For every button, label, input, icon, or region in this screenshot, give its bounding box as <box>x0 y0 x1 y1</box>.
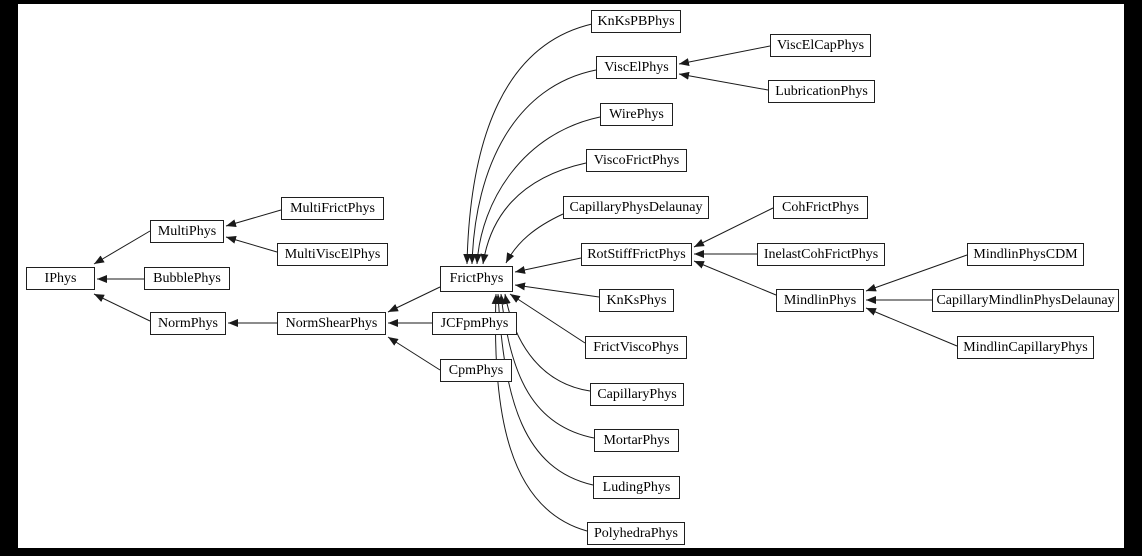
node-multiviscelphys[interactable]: MultiViscElPhys <box>277 243 388 266</box>
node-label: CpmPhys <box>448 362 504 378</box>
node-capillaryphys[interactable]: CapillaryPhys <box>590 383 684 406</box>
edge-mindlincapillaryphys-to-mindlinphys <box>865 307 958 347</box>
edge-cohfrictphys-to-rotstifffrictphys <box>693 207 774 248</box>
node-iphys[interactable]: IPhys <box>26 267 95 290</box>
edge-multiphys-to-iphys <box>93 230 151 265</box>
node-mortarphys[interactable]: MortarPhys <box>594 429 679 452</box>
node-label: CohFrictPhys <box>781 199 859 215</box>
node-ludingphys[interactable]: LudingPhys <box>593 476 680 499</box>
edge-capillaryphys-to-frictphys <box>502 293 591 392</box>
node-label: MultiFrictPhys <box>290 200 375 216</box>
node-rotstifffrictphys[interactable]: RotStiffFrictPhys <box>581 243 692 266</box>
node-label: BubblePhys <box>153 270 221 286</box>
node-label: LudingPhys <box>602 479 671 495</box>
edge-multifrictphys-to-multiphys <box>225 209 282 228</box>
node-mindlinphyscdm[interactable]: MindlinPhysCDM <box>967 243 1084 266</box>
node-cpmphys[interactable]: CpmPhys <box>440 359 512 382</box>
edge-lubricationphys-to-viscelphys <box>678 71 769 91</box>
edge-viscelphys-to-frictphys <box>468 69 597 265</box>
node-label: PolyhedraPhys <box>594 525 678 541</box>
node-label: KnKsPBPhys <box>597 13 675 29</box>
edge-knksphys-to-frictphys <box>514 282 600 298</box>
node-viscelphys[interactable]: ViscElPhys <box>596 56 677 79</box>
node-label: ViscElPhys <box>604 59 669 75</box>
node-capillaryphysdelaunay[interactable]: CapillaryPhysDelaunay <box>563 196 709 219</box>
node-label: IPhys <box>44 270 77 286</box>
node-frictviscophys[interactable]: FrictViscoPhys <box>585 336 687 359</box>
node-label: MultiViscElPhys <box>284 246 381 262</box>
node-label: JCFpmPhys <box>440 315 509 331</box>
node-wirephys[interactable]: WirePhys <box>600 103 673 126</box>
edge-mindlinphys-to-rotstifffrictphys <box>693 260 777 296</box>
node-bubblephys[interactable]: BubblePhys <box>144 267 230 290</box>
node-mindlincapillaryphys[interactable]: MindlinCapillaryPhys <box>957 336 1094 359</box>
node-label: KnKsPhys <box>606 292 667 308</box>
edge-viscofrictphys-to-frictphys <box>480 162 587 265</box>
node-capillarymindlinphysdelaunay[interactable]: CapillaryMindlinPhysDelaunay <box>932 289 1119 312</box>
node-label: WirePhys <box>609 106 664 122</box>
node-inelastcohfrictphys[interactable]: InelastCohFrictPhys <box>757 243 885 266</box>
node-label: NormShearPhys <box>285 315 378 331</box>
node-label: MindlinPhys <box>783 292 857 308</box>
node-mindlinphys[interactable]: MindlinPhys <box>776 289 864 312</box>
edge-wirephys-to-frictphys <box>473 116 601 265</box>
node-label: LubricationPhys <box>775 83 868 99</box>
node-cohfrictphys[interactable]: CohFrictPhys <box>773 196 868 219</box>
node-label: MindlinPhysCDM <box>973 246 1078 262</box>
node-label: MultiPhys <box>157 223 217 239</box>
node-label: ViscoFrictPhys <box>593 152 680 168</box>
node-multifrictphys[interactable]: MultiFrictPhys <box>281 197 384 220</box>
node-label: MindlinCapillaryPhys <box>963 339 1088 355</box>
node-normphys[interactable]: NormPhys <box>150 312 226 335</box>
edge-capillaryphysdelaunay-to-frictphys <box>505 213 564 264</box>
node-viscofrictphys[interactable]: ViscoFrictPhys <box>586 149 687 172</box>
node-label: ViscElCapPhys <box>776 37 865 53</box>
edge-frictphys-to-normshearphys <box>387 286 441 313</box>
node-frictphys[interactable]: FrictPhys <box>440 266 513 292</box>
node-label: RotStiffFrictPhys <box>587 246 686 262</box>
node-lubricationphys[interactable]: LubricationPhys <box>768 80 875 103</box>
node-viscelcapphys[interactable]: ViscElCapPhys <box>770 34 871 57</box>
edge-cpmphys-to-normshearphys <box>387 336 441 371</box>
node-label: FrictPhys <box>449 271 504 286</box>
edge-polyhedraphys-to-frictphys <box>491 293 588 532</box>
node-label: CapillaryMindlinPhysDelaunay <box>936 292 1115 308</box>
node-label: NormPhys <box>158 315 218 331</box>
edge-multiviscelphys-to-multiphys <box>225 235 278 253</box>
edge-viscelcapphys-to-viscelphys <box>678 45 771 66</box>
edge-frictviscophys-to-frictphys <box>509 293 586 344</box>
node-label: CapillaryPhys <box>597 386 677 402</box>
node-jcfpmphys[interactable]: JCFpmPhys <box>432 312 517 335</box>
node-label: CapillaryPhysDelaunay <box>569 199 703 215</box>
node-knkspbphys[interactable]: KnKsPBPhys <box>591 10 681 33</box>
node-normshearphys[interactable]: NormShearPhys <box>277 312 386 335</box>
node-multiphys[interactable]: MultiPhys <box>150 220 224 243</box>
node-polyhedraphys[interactable]: PolyhedraPhys <box>587 522 685 545</box>
node-label: FrictViscoPhys <box>593 339 679 355</box>
edge-normphys-to-iphys <box>93 293 151 322</box>
node-label: MortarPhys <box>603 432 670 448</box>
edge-mindlinphyscdm-to-mindlinphys <box>865 254 968 292</box>
node-knksphys[interactable]: KnKsPhys <box>599 289 674 312</box>
edge-knkspbphys-to-frictphys <box>463 23 593 265</box>
node-label: InelastCohFrictPhys <box>763 246 879 262</box>
edge-rotstifffrictphys-to-frictphys <box>514 257 582 274</box>
